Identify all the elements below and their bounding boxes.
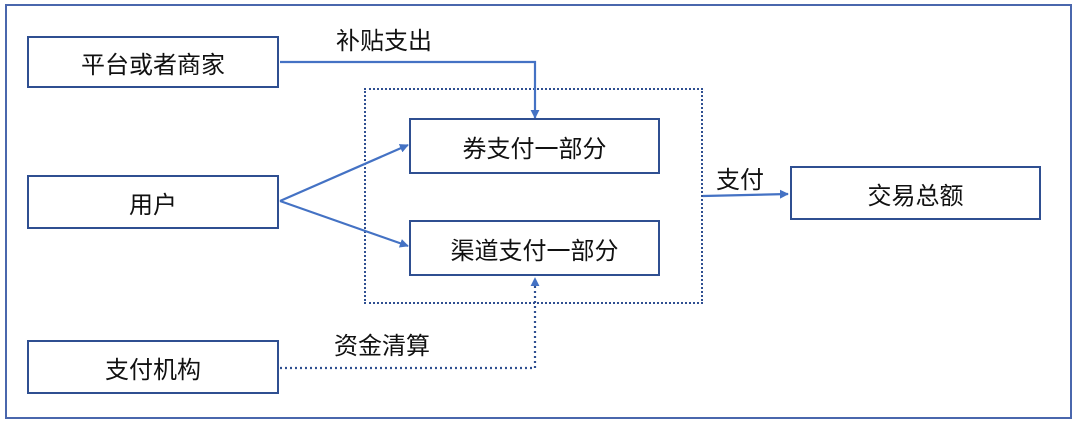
node-coupon-pay-label: 券支付一部分 (462, 134, 607, 163)
edge-label-subsidy: 补贴支出 (336, 27, 432, 55)
node-channel-pay: 渠道支付一部分 (409, 220, 660, 276)
node-total-amount: 交易总额 (790, 166, 1041, 220)
node-platform-merchant: 平台或者商家 (27, 36, 279, 88)
edge-user-coupon (279, 143, 409, 203)
diagram-frame (5, 4, 1072, 419)
node-coupon-pay: 券支付一部分 (409, 118, 660, 174)
edge-subsidy (280, 60, 540, 119)
node-user-label: 用户 (129, 190, 177, 219)
node-payment-org: 支付机构 (27, 340, 279, 394)
node-platform-label: 平台或者商家 (81, 50, 225, 79)
edge-user-channel (279, 199, 409, 248)
node-user: 用户 (27, 175, 279, 229)
node-total-label: 交易总额 (867, 181, 964, 210)
node-payment-org-label: 支付机构 (105, 355, 201, 384)
node-channel-pay-label: 渠道支付一部分 (450, 236, 619, 265)
edge-label-pay: 支付 (716, 166, 764, 194)
edge-label-clearing: 资金清算 (334, 332, 430, 360)
payment-split-group (364, 88, 703, 304)
edge-clearing (280, 277, 540, 370)
edge-pay (702, 189, 789, 199)
